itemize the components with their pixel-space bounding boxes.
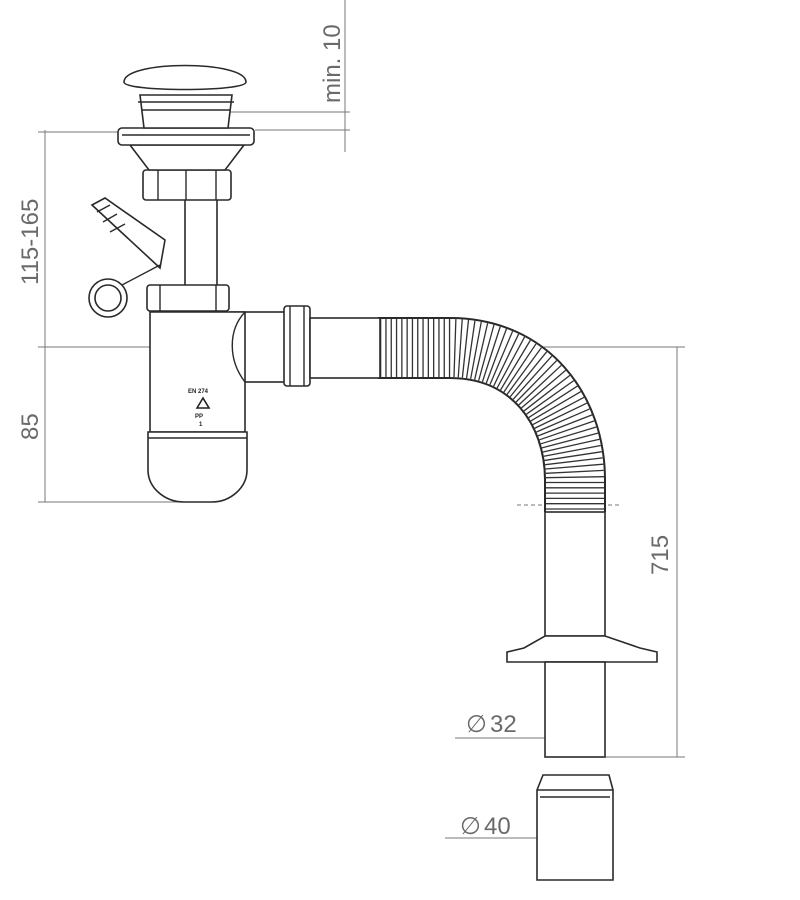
click-clack-plug xyxy=(123,64,247,129)
pipe-diameter-symbol: ∅ xyxy=(466,711,487,738)
plug-height-label: 115-165 xyxy=(17,199,44,285)
adapter-diameter-symbol: ∅ xyxy=(460,813,481,840)
outlet-pipe xyxy=(506,511,658,758)
waste-valve xyxy=(117,127,255,312)
standard-marking: EN 274 xyxy=(188,389,209,395)
bottle-trap: EN 274 PP 1 xyxy=(147,311,248,503)
material-marking: PP xyxy=(195,414,203,420)
adapter-diameter-label: 40 xyxy=(484,813,511,840)
reducer-adapter xyxy=(536,774,614,881)
recycle-icon xyxy=(195,396,211,409)
corrugated-hose xyxy=(378,317,606,512)
min-gap-label: min. 10 xyxy=(319,24,346,103)
side-arm xyxy=(229,305,381,387)
overflow-connector xyxy=(88,197,166,318)
trap-height-label: 85 xyxy=(17,413,44,440)
total-length-label: 715 xyxy=(647,535,674,575)
recycle-code: 1 xyxy=(199,422,203,428)
pipe-diameter-label: 32 xyxy=(490,711,517,738)
